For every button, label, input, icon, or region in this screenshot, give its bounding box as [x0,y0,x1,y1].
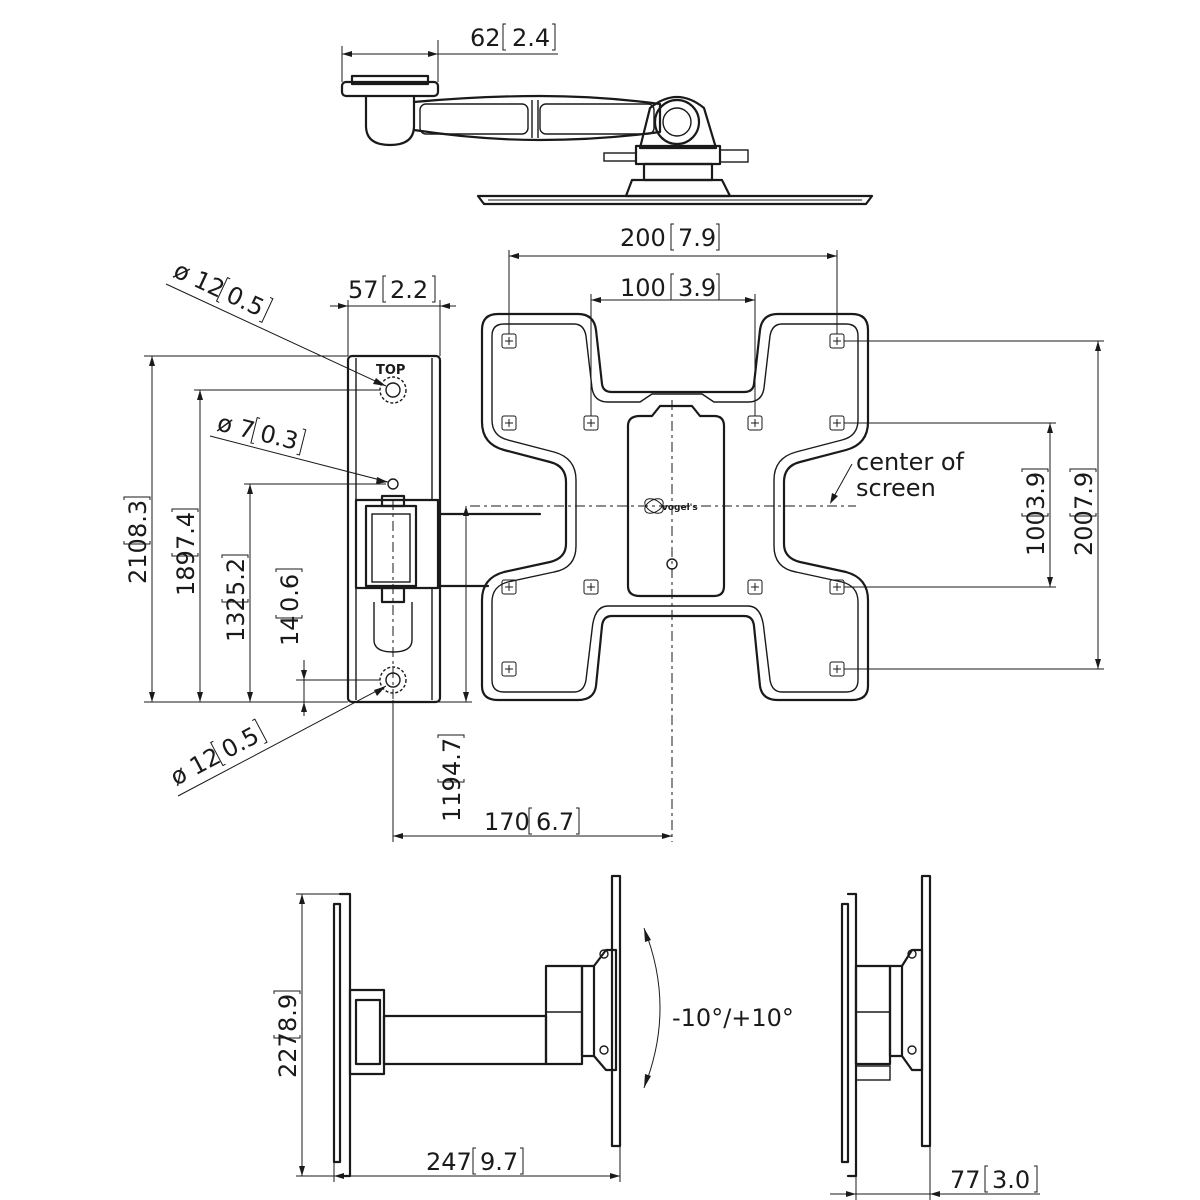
dim-top-width-inch: 2.4 [512,24,550,52]
front-view: TOP vogel's [123,223,1104,842]
dim-top-width-value: 62 [470,24,501,52]
dim-mid-hole-height-value: 132 [222,596,250,642]
center-of-screen-label-2: screen [856,474,936,502]
dim-bottom-offset-inch: 0.6 [276,574,304,612]
dim-arm-reach-inch: 6.7 [536,808,574,836]
dim-pattern-100-h-value: 100 [1022,510,1050,556]
dim-hole-bottom-value: 12 [185,742,225,781]
dim-hole-top-symbol: ø [169,256,194,288]
mounting-holes [501,333,845,677]
dim-side-depth-value: 247 [426,1148,472,1176]
dim-pattern-200-w-value: 200 [620,224,666,252]
dim-plate-width-inch: 2.2 [390,276,428,304]
dim-hole-span-value: 189 [172,550,200,596]
side-view-folded: 77 3.0 [830,874,1040,1200]
dim-pattern-200-w-inch: 7.9 [678,224,716,252]
top-marker: TOP [376,363,405,378]
dim-bottom-offset-value: 14 [276,615,304,646]
logo-icon: vogel's [644,498,698,514]
dim-min-depth-inch: 3.0 [992,1166,1030,1194]
dim-pattern-100-h-inch: 3.9 [1022,472,1050,510]
dim-plate-height-value: 210 [124,538,152,584]
top-view: 62 2.4 [340,23,874,206]
dim-pattern-200-h-value: 200 [1070,510,1098,556]
dim-side-depth-inch: 9.7 [480,1148,518,1176]
dim-mid-hole-height-inch: 5.2 [222,558,250,596]
dim-hole-span-inch: 7.4 [172,512,200,550]
center-of-screen-label-1: center of [856,448,965,476]
dim-plate-height-inch: 8.3 [124,500,152,538]
dim-plate-width-value: 57 [348,276,379,304]
dim-pattern-100-w-value: 100 [620,274,666,302]
dim-min-depth-value: 77 [950,1166,981,1194]
side-view-extended: -10°/+10° 227 8.9 247 9.7 [273,874,794,1182]
dim-hole-top-inch: 0.5 [222,281,268,323]
dim-side-height-value: 227 [274,1032,302,1078]
dim-pivot-offset-value: 119 [438,776,466,822]
dim-side-height-inch: 8.9 [274,994,302,1032]
logo-text: vogel's [662,503,698,513]
dim-hole-bottom-symbol: ø [166,760,192,792]
tilt-range-label: -10°/+10° [672,1004,794,1032]
dim-pattern-200-h-inch: 7.9 [1070,472,1098,510]
dim-hole-mid-symbol: ø [215,409,236,440]
dim-pivot-offset-inch: 4.7 [438,738,466,776]
dim-arm-reach-value: 170 [484,808,530,836]
dim-pattern-100-w-inch: 3.9 [678,274,716,302]
dim-hole-bottom-inch: 0.5 [217,721,264,764]
